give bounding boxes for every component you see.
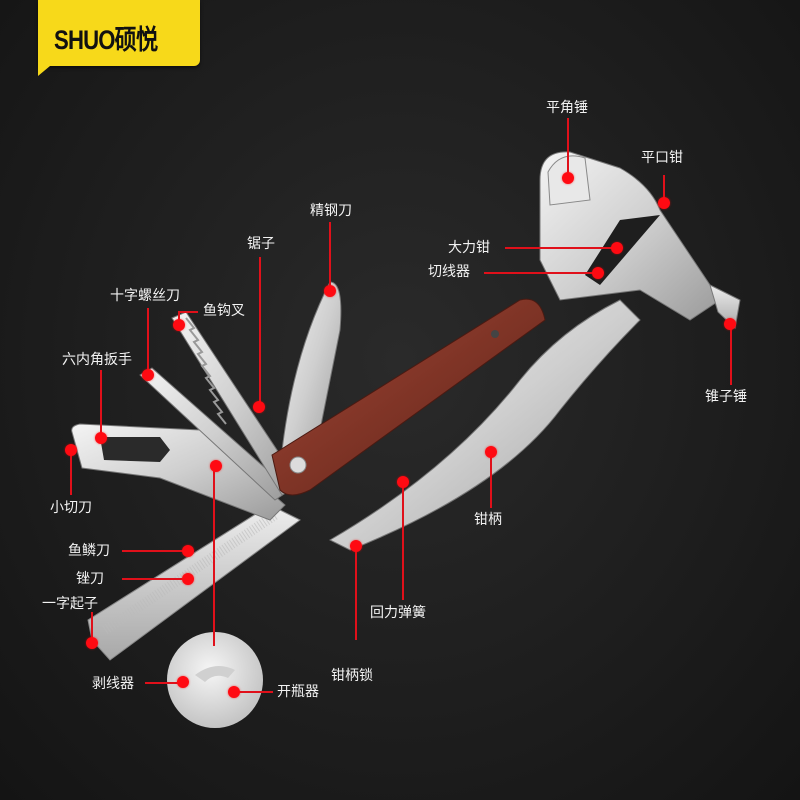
label-flat-screwdriver: 一字起子 — [42, 596, 98, 612]
callout-dot-flat-hammer — [562, 172, 574, 184]
callout-dot-handle-lock — [350, 540, 362, 552]
label-flat-pliers: 平口钳 — [641, 150, 683, 166]
callout-dot-flat-pliers — [658, 197, 670, 209]
label-return-spring: 回力弹簧 — [370, 605, 426, 621]
label-flat-hammer: 平角锤 — [546, 100, 588, 116]
label-bottle-opener: 开瓶器 — [277, 684, 319, 700]
callout-dot-wire-stripper — [177, 676, 189, 688]
callout-dot-fish-hook — [173, 319, 185, 331]
label-cone-hammer: 锥子锤 — [705, 389, 747, 405]
label-fine-steel-knife: 精钢刀 — [310, 203, 352, 219]
label-small-knife: 小切刀 — [50, 500, 92, 516]
label-locking-pliers: 大力钳 — [448, 240, 490, 256]
label-saw: 锯子 — [247, 236, 275, 252]
callout-dot-wire-stripper-ref — [210, 460, 222, 472]
callout-dot-wire-cutter — [592, 267, 604, 279]
bottle-opener-inset — [167, 632, 263, 728]
label-wire-stripper: 剥线器 — [92, 676, 134, 692]
label-wire-cutter: 切线器 — [428, 264, 470, 280]
callout-dot-small-knife — [65, 444, 77, 456]
label-fish-scale-knife: 鱼鳞刀 — [68, 543, 110, 559]
callout-dot-fine-steel-knife — [324, 285, 336, 297]
callout-dot-bottle-opener — [228, 686, 240, 698]
label-file-knife: 锉刀 — [76, 571, 104, 587]
file-blade-icon — [87, 504, 301, 661]
callout-dot-fish-scale — [182, 545, 194, 557]
callout-dot-flat-screwdriver — [86, 637, 98, 649]
callout-dot-return-spring — [397, 476, 409, 488]
label-phillips-screwdriver: 十字螺丝刀 — [110, 288, 180, 304]
callout-dot-cone-hammer — [724, 318, 736, 330]
label-handle-lock: 钳柄锁 — [331, 668, 373, 684]
callout-dot-file — [182, 573, 194, 585]
callout-dot-plier-handle — [485, 446, 497, 458]
callout-dot-phillips — [142, 369, 154, 381]
callout-dot-hex-wrench — [95, 432, 107, 444]
callout-dot-locking-pliers — [611, 242, 623, 254]
label-plier-handle: 钳柄 — [474, 512, 502, 528]
callout-dot-saw — [253, 401, 265, 413]
brand-logo: SHUO硕悦 — [38, 0, 200, 76]
label-fish-hook-fork: 鱼钩叉 — [203, 303, 245, 319]
label-hex-wrench: 六内角扳手 — [62, 352, 132, 368]
brand-logo-text: SHUO硕悦 — [54, 25, 158, 55]
